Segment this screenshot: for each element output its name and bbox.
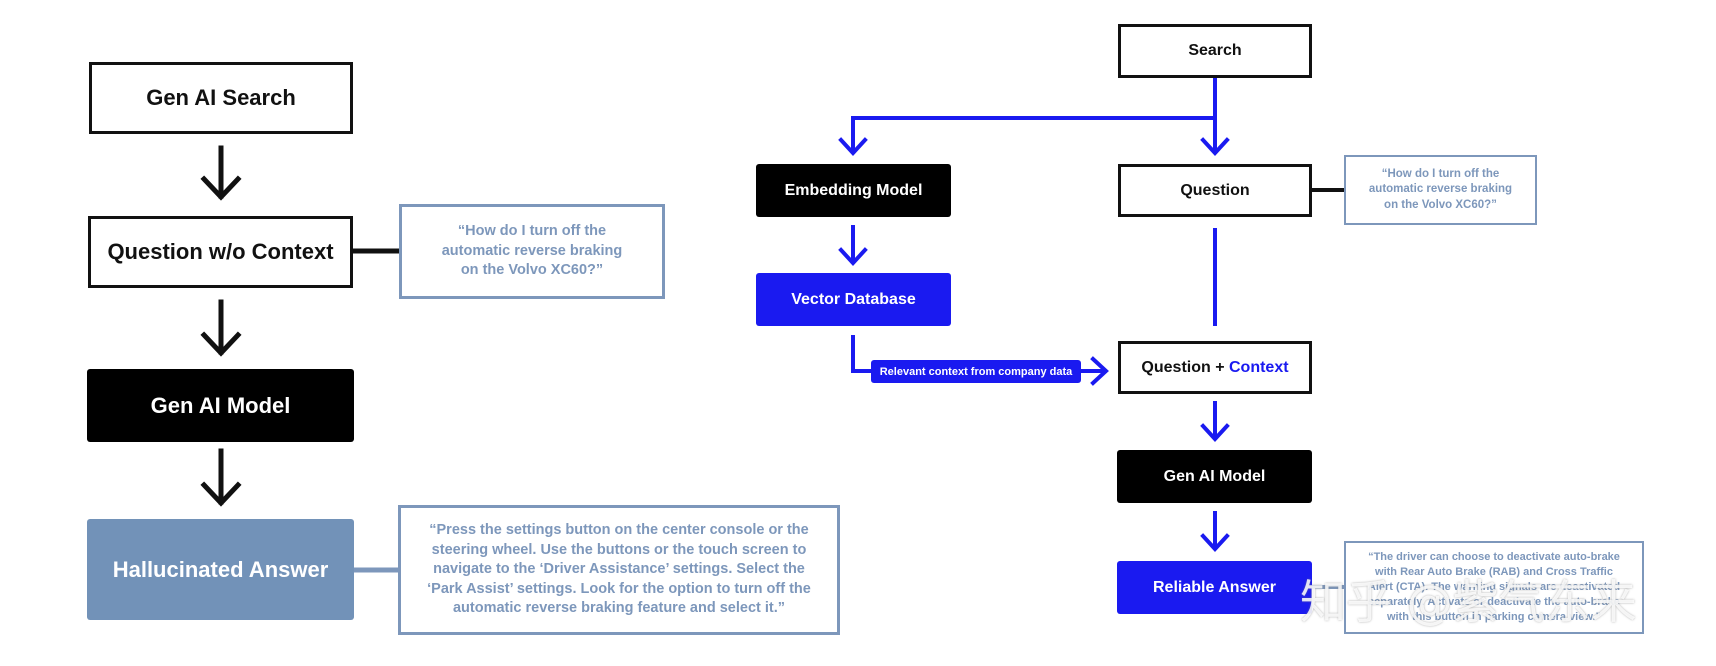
left-gen-ai-model-label: Gen AI Model: [150, 392, 291, 418]
right-embedding-to-vector-arrow: [838, 225, 868, 266]
reliable-answer-note: “The driver can choose to deactivate aut…: [1344, 541, 1644, 634]
right-search-to-question-arrow: [1200, 77, 1230, 156]
left-question-note-text: “How do I turn off the automatic reverse…: [441, 223, 623, 279]
vector-database-box: Vector Database: [756, 273, 951, 326]
hallucinated-answer-note: “Press the settings button on the center…: [398, 505, 840, 635]
relevant-context-label: Relevant context from company data: [879, 365, 1073, 378]
search-label: Search: [1188, 42, 1242, 59]
vector-database-label: Vector Database: [791, 290, 916, 308]
right-context-to-model-arrow: [1200, 401, 1230, 442]
search-box: Search: [1118, 24, 1312, 78]
context-word: Context: [1229, 358, 1289, 376]
question-without-context-label: Question w/o Context: [107, 239, 334, 264]
right-question-note: “How do I turn off the automatic reverse…: [1344, 155, 1537, 225]
left-question-note: “How do I turn off the automatic reverse…: [399, 204, 665, 299]
question-box: Question: [1118, 164, 1312, 217]
left-arrow-2: [200, 299, 242, 357]
hallucinated-answer-box: Hallucinated Answer: [87, 519, 354, 620]
reliable-answer-note-text: “The driver can choose to deactivate aut…: [1367, 551, 1621, 623]
left-arrow-1: [200, 145, 242, 201]
relevant-context-pill: Relevant context from company data: [871, 360, 1081, 383]
left-gen-ai-model-box: Gen AI Model: [87, 369, 354, 442]
embedding-model-box: Embedding Model: [756, 164, 951, 217]
right-model-to-answer-arrow: [1200, 511, 1230, 552]
hallucinated-answer-note-text: “Press the settings button on the center…: [427, 522, 811, 617]
left-arrow-3: [200, 448, 242, 507]
question-label: Question: [1180, 181, 1250, 199]
gen-ai-search-box: Gen AI Search: [89, 62, 353, 134]
question-plus-text: Question +: [1141, 358, 1229, 376]
reliable-answer-box: Reliable Answer: [1117, 561, 1312, 614]
right-gen-ai-model-box: Gen AI Model: [1117, 450, 1312, 503]
question-plus-context-box: Question + Context: [1118, 341, 1312, 394]
right-question-note-text: “How do I turn off the automatic reverse…: [1368, 167, 1513, 211]
right-search-to-embedding-arrow: [838, 116, 1217, 156]
question-plus-context-label: Question + Context: [1141, 359, 1288, 377]
question-without-context-box: Question w/o Context: [88, 216, 353, 288]
gen-ai-search-label: Gen AI Search: [146, 85, 296, 110]
reliable-answer-label: Reliable Answer: [1152, 578, 1276, 596]
embedding-model-label: Embedding Model: [784, 181, 923, 199]
hallucinated-answer-label: Hallucinated Answer: [112, 556, 329, 582]
right-gen-ai-model-label: Gen AI Model: [1163, 467, 1266, 485]
